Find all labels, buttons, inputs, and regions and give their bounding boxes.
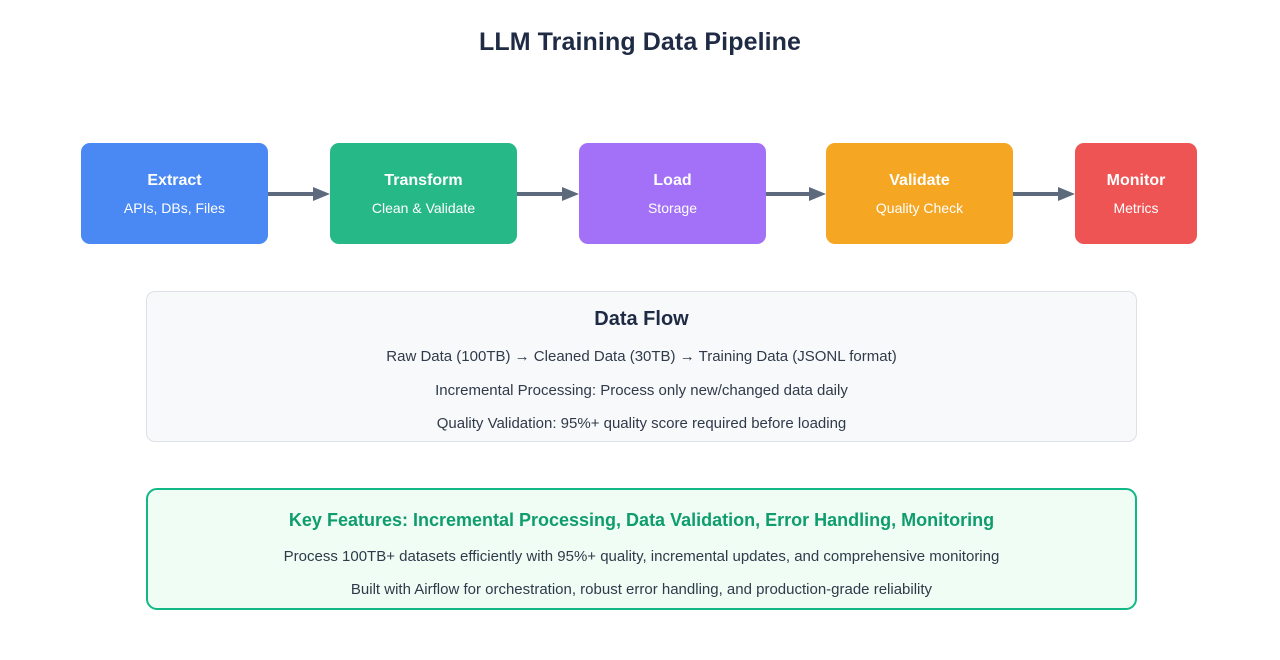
stage-title: Transform	[384, 171, 463, 189]
stage-subtitle: Clean & Validate	[371, 199, 476, 216]
arrow-shaft	[517, 192, 562, 196]
key-features-line-2: Built with Airflow for orchestration, ro…	[350, 580, 933, 598]
stage-title: Extract	[147, 171, 202, 189]
pipeline-stage-validate[interactable]: Validate Quality Check	[826, 143, 1013, 244]
arrow-shaft	[268, 192, 313, 196]
key-features-line-1: Process 100TB+ datasets efficiently with…	[283, 548, 1000, 565]
arrow-connector-1	[268, 187, 330, 201]
stage-subtitle: APIs, DBs, Files	[123, 199, 226, 216]
arrow-connector-4	[1013, 187, 1075, 201]
arrow-connector-2	[517, 187, 579, 201]
pipeline-stage-extract[interactable]: Extract APIs, DBs, Files	[81, 143, 268, 244]
arrow-shaft	[1013, 192, 1058, 196]
stage-title: Validate	[889, 171, 950, 189]
arrow-shaft	[766, 192, 809, 196]
stage-title: Load	[653, 171, 692, 189]
pipeline-flow: Extract APIs, DBs, Files Transform Clean…	[81, 143, 1197, 244]
data-flow-line-1: Raw Data (100TB) → Cleaned Data (30TB) →…	[386, 348, 897, 365]
pipeline-stage-monitor[interactable]: Monitor Metrics	[1075, 143, 1197, 244]
stage-subtitle: Quality Check	[875, 199, 964, 216]
arrow-head-icon	[313, 187, 330, 201]
stage-subtitle: Metrics	[1113, 199, 1159, 216]
stage-subtitle: Storage	[647, 199, 698, 216]
data-flow-heading: Data Flow	[594, 308, 689, 330]
data-flow-line-2: Incremental Processing: Process only new…	[435, 381, 848, 399]
arrow-head-icon	[809, 187, 826, 201]
data-flow-panel: Data Flow Raw Data (100TB) → Cleaned Dat…	[146, 291, 1137, 442]
data-flow-line-3: Quality Validation: 95%+ quality score r…	[436, 415, 847, 432]
key-features-panel: Key Features: Incremental Processing, Da…	[146, 488, 1137, 610]
pipeline-stage-load[interactable]: Load Storage	[579, 143, 766, 244]
arrow-head-icon	[562, 187, 579, 201]
stage-title: Monitor	[1106, 171, 1166, 189]
pipeline-stage-transform[interactable]: Transform Clean & Validate	[330, 143, 517, 244]
arrow-head-icon	[1058, 187, 1075, 201]
key-features-heading: Key Features: Incremental Processing, Da…	[288, 510, 995, 530]
page-title: LLM Training Data Pipeline	[478, 28, 802, 56]
arrow-connector-3	[766, 187, 826, 201]
